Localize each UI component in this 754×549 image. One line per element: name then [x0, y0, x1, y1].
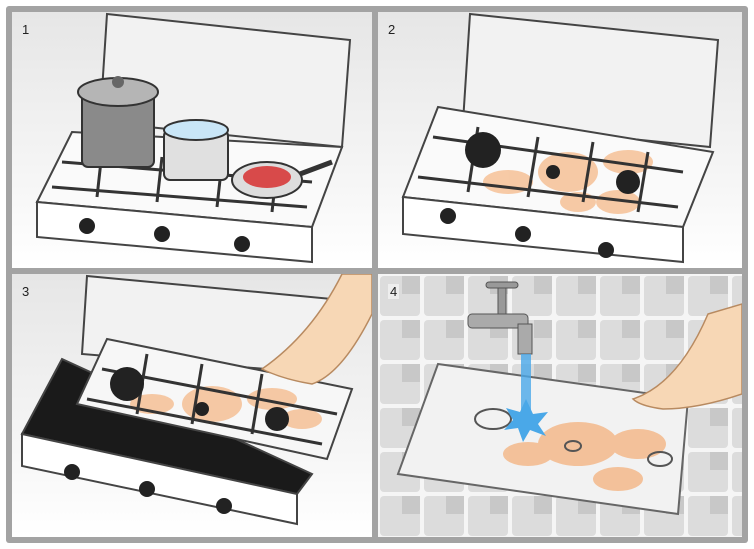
burner	[265, 407, 289, 431]
greasy-stove-drawing	[401, 12, 720, 264]
knob-icon	[139, 481, 155, 497]
knob-icon	[598, 242, 614, 258]
knob-icon	[440, 208, 456, 224]
burner	[195, 402, 209, 416]
grease-stains	[503, 422, 666, 491]
stove-with-cookware-drawing	[35, 12, 352, 264]
step-2-panel: 2	[378, 12, 742, 268]
step-3-panel: 3	[12, 274, 372, 537]
knob-icon	[234, 236, 250, 252]
step-number: 4	[388, 284, 400, 299]
large-pot	[77, 76, 159, 168]
hand-arm	[631, 303, 742, 410]
small-pot	[163, 119, 229, 181]
step-4-panel: 4	[378, 274, 742, 537]
burner-hole	[564, 440, 582, 452]
burner	[546, 165, 560, 179]
burner-hole	[647, 451, 673, 467]
knob-icon	[154, 226, 170, 242]
burner	[465, 132, 501, 168]
stove-lid	[461, 12, 720, 149]
step-number: 1	[22, 22, 30, 37]
hand-arm	[260, 274, 372, 385]
water-splash	[504, 399, 548, 442]
knob-icon	[216, 498, 232, 514]
grease-stains	[483, 150, 653, 214]
knob-icon	[64, 464, 80, 480]
burner	[110, 367, 144, 401]
stove-front	[402, 195, 684, 264]
water-stream	[521, 354, 531, 414]
burner-hole	[474, 408, 512, 430]
step-number: 2	[388, 22, 396, 37]
burner	[616, 170, 640, 194]
step-1-panel: 1	[12, 12, 372, 268]
step-number: 3	[22, 284, 30, 299]
frying-pan-with-meat	[231, 159, 333, 199]
knob-icon	[515, 226, 531, 242]
knob-icon	[79, 218, 95, 234]
washing-plate-drawing	[378, 274, 742, 537]
removing-top-plate-drawing	[20, 274, 372, 526]
faucet-icon	[467, 281, 533, 355]
